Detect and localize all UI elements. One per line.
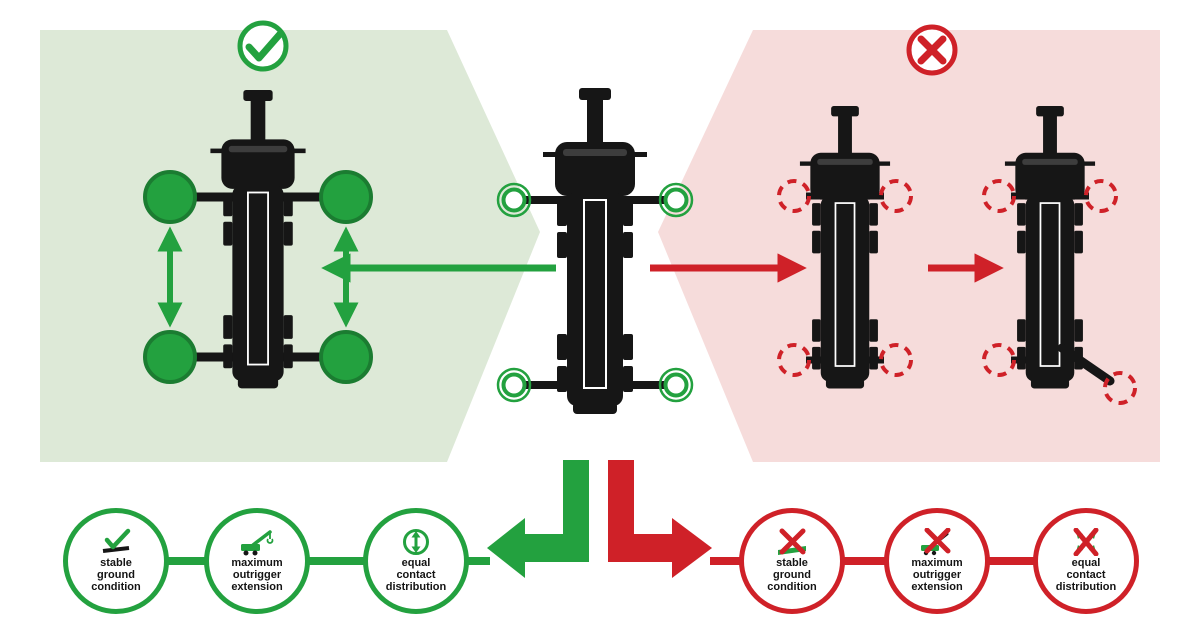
badge-label-line: outrigger <box>912 569 962 582</box>
outrigger-missing-markers <box>982 179 1137 405</box>
incorrect-zone-background <box>658 30 1160 462</box>
badge-label: stable ground condition <box>767 557 817 594</box>
badge-outrigger-extension-correct: maximum outrigger extension <box>204 508 310 614</box>
crane-center-reference <box>496 88 694 415</box>
badge-label-line: extension <box>911 580 963 593</box>
contact-distribution-crossed-icon <box>1070 528 1102 557</box>
correct-check-icon <box>237 20 289 72</box>
crane-truck-top-view <box>542 88 648 415</box>
crane-correct-extended <box>143 90 373 390</box>
stable-ground-icon <box>99 528 133 556</box>
elbow-arrow-correct <box>487 460 589 578</box>
badge-stable-ground-correct: stable ground condition <box>63 508 169 614</box>
badge-label-line: equal <box>1071 557 1101 570</box>
incorrect-x-icon <box>906 24 958 76</box>
badge-label-line: condition <box>91 580 141 593</box>
badge-label: equal contact distribution <box>385 557 447 594</box>
outrigger-pads-deployed <box>143 170 373 384</box>
badge-label: maximum outrigger extension <box>231 557 283 594</box>
badge-label-line: distribution <box>1055 580 1117 593</box>
badge-label: maximum outrigger extension <box>911 557 963 594</box>
badge-label: equal contact distribution <box>1055 557 1117 594</box>
badge-label-line: outrigger <box>232 569 282 582</box>
badge-label-line: stable <box>776 557 808 570</box>
stable-ground-crossed-icon <box>775 528 809 556</box>
badge-label-line: ground <box>97 569 135 582</box>
badge-label-line: stable <box>100 557 132 570</box>
badge-contact-distribution-incorrect: equal contact distribution <box>1033 508 1139 614</box>
badge-label-line: maximum <box>911 557 963 570</box>
outrigger-point-markers <box>496 182 694 403</box>
badge-label-line: contact <box>396 569 436 582</box>
contact-distribution-icon <box>401 528 431 556</box>
outrigger-missing-markers <box>777 179 913 377</box>
badge-label-line: distribution <box>385 580 447 593</box>
badge-label-line: condition <box>767 580 817 593</box>
crane-incorrect-retracted <box>777 106 913 390</box>
elbow-arrow-incorrect <box>608 460 712 578</box>
outrigger-extension-crossed-icon <box>919 528 955 556</box>
crane-incorrect-uneven <box>982 106 1137 405</box>
badge-contact-distribution-correct: equal contact distribution <box>363 508 469 614</box>
badge-outrigger-extension-incorrect: maximum outrigger extension <box>884 508 990 614</box>
badge-label-line: equal <box>401 557 431 570</box>
badge-stable-ground-incorrect: stable ground condition <box>739 508 845 614</box>
badge-label: stable ground condition <box>91 557 141 594</box>
correct-zone-background <box>40 30 540 462</box>
badge-label-line: extension <box>231 580 283 593</box>
badge-label-line: ground <box>773 569 811 582</box>
skewed-outrigger-beam <box>1057 343 1115 386</box>
badge-label-line: maximum <box>231 557 283 570</box>
badge-label-line: contact <box>1066 569 1106 582</box>
outrigger-extension-icon <box>239 528 275 556</box>
